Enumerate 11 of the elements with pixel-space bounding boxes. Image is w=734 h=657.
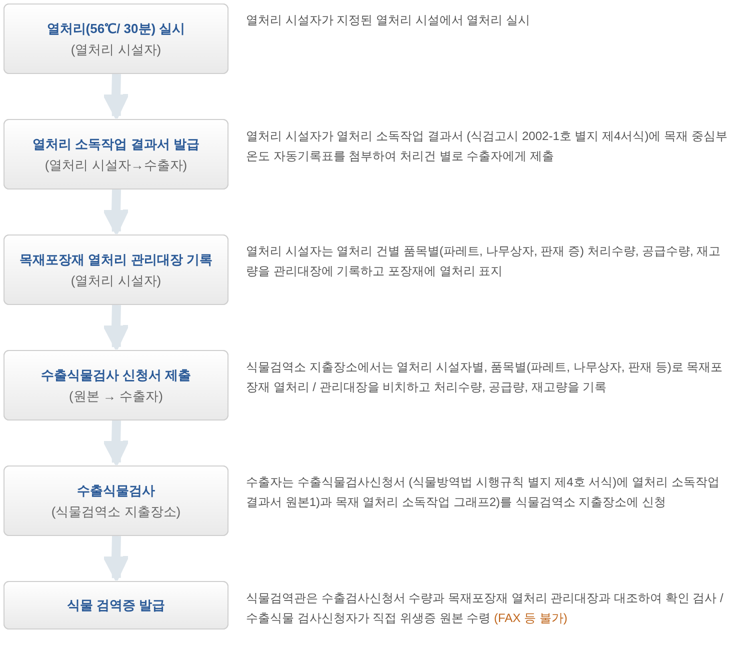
arrow: [102, 189, 130, 236]
description-text: 열처리 시설자가 열처리 소독작업 결과서 (식검고시 2002-1호 별지 제4서식)에 목재 중심부온도 자동기록표를 첨부하여 처리건 별로 수출자에게 제출: [246, 128, 728, 165]
description-text: 식물검역관은 수출검사신청서 수량과 목재포장재 열처리 관리대장과 대조하여 확인 검사 / 수출식물 검사신청자가 직접 위생증 원본 수령 (FAX 등 불가): [246, 590, 724, 627]
description-text: 수출자는 수출식물검사신청서 (식물방역법 시행규칙 별지 제4호 서식)에 열처리 소독작업결과서 원본1)과 목재 열처리 소독작업 그래프2)를 식물검역소 지출장소에 신청: [246, 474, 720, 511]
description-text: 열처리 시설자가 지정된 열처리 시설에서 열처리 실시: [246, 12, 532, 29]
arrow: [102, 304, 130, 351]
arrow: [102, 74, 130, 120]
arrow: [102, 536, 130, 582]
arrow: [102, 420, 130, 466]
description-text: 식물검역소 지출장소에서는 열처리 시설자별, 품목별(파레트, 나무상자, 판재 등)로 목재포장재 열처리 / 관리대장을 비치하고 처리수량, 공급량, 재고량을 기록: [246, 359, 724, 396]
description-text: 열처리 시설자는 열처리 건별 품목별(파레트, 나무상자, 판재 증) 처리수량, 공급수량, 재고량을 관리대장에 기록하고 포장재에 열처리 표지: [246, 243, 722, 280]
